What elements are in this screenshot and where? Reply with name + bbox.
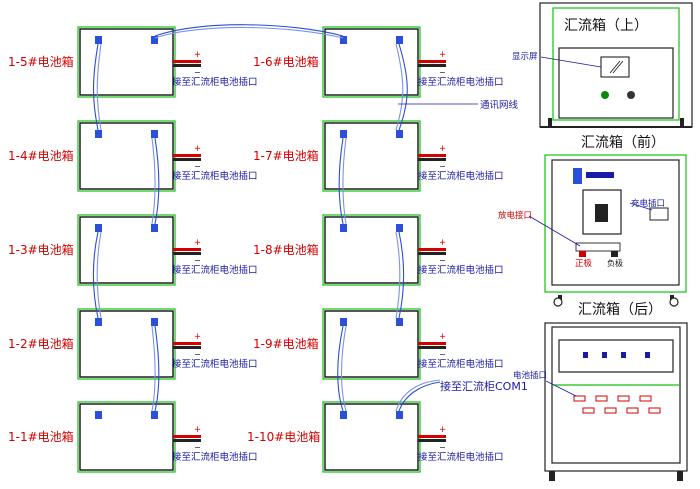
svg-text:−: − <box>194 350 201 359</box>
discharge-port-label: 放电接口 <box>498 210 532 221</box>
svg-text:接至汇流柜电池插口: 接至汇流柜电池插口 <box>418 264 504 276</box>
battery-label: 1-3#电池箱 <box>8 242 74 257</box>
charge-leader <box>629 202 653 211</box>
svg-text:+: + <box>194 238 201 248</box>
svg-text:−: − <box>439 350 446 359</box>
battery-box-1-1 <box>77 401 176 473</box>
svg-text:接至汇流柜电池插口: 接至汇流柜电池插口 <box>172 358 258 370</box>
battery-box-1-5 <box>77 26 176 98</box>
svg-text:接至汇流柜电池插口: 接至汇流柜电池插口 <box>418 170 504 182</box>
battery-label: 1-10#电池箱 <box>247 429 320 444</box>
charge-port-label: 充电插口 <box>631 198 665 209</box>
comm-ports <box>95 36 403 419</box>
svg-text:−: − <box>194 256 201 265</box>
battery-box-1-2 <box>77 308 176 380</box>
comm-cables <box>92 24 441 412</box>
connect-labels-left: 接至汇流柜电池插口 接至汇流柜电池插口 接至汇流柜电池插口 接至汇流柜电池插口 … <box>172 76 258 463</box>
cabinet-back-view <box>544 322 688 481</box>
battery-socket-leader <box>545 380 577 397</box>
svg-text:−: − <box>439 256 446 265</box>
comm-cable-label: 通讯网线 <box>480 99 519 111</box>
display-label: 显示屏 <box>512 52 538 62</box>
polarity-marks-right: + − + − + − + − + − <box>439 50 446 452</box>
svg-text:+: + <box>439 238 446 248</box>
positive-label: 正极 <box>575 258 593 269</box>
svg-text:接至汇流柜电池插口: 接至汇流柜电池插口 <box>172 451 258 463</box>
svg-text:+: + <box>194 425 201 435</box>
battery-box-1-10 <box>322 401 421 473</box>
svg-text:−: − <box>439 162 446 171</box>
svg-text:−: − <box>194 68 201 77</box>
negative-label: 负极 <box>607 258 623 268</box>
com1-label: 接至汇流柜COM1 <box>440 379 528 393</box>
svg-text:接至汇流柜电池插口: 接至汇流柜电池插口 <box>418 76 504 88</box>
cabinet-front-title: 汇流箱（前） <box>581 134 665 151</box>
indicator-light <box>601 91 609 99</box>
svg-text:接至汇流柜电池插口: 接至汇流柜电池插口 <box>172 170 258 182</box>
battery-label: 1-7#电池箱 <box>253 148 319 163</box>
svg-text:+: + <box>194 50 201 60</box>
cabinet-front-view <box>544 154 687 307</box>
connect-labels-right: 接至汇流柜电池插口 接至汇流柜电池插口 接至汇流柜电池插口 接至汇流柜电池插口 … <box>418 76 504 463</box>
battery-label: 1-9#电池箱 <box>253 336 319 351</box>
polarity-marks-left: + − + − + − + − + − <box>194 50 201 452</box>
cabinet-top-title: 汇流箱（上） <box>564 18 648 34</box>
svg-text:−: − <box>194 443 201 452</box>
display-leader <box>540 56 602 68</box>
battery-label: 1-2#电池箱 <box>8 336 74 351</box>
battery-box-1-4 <box>77 120 176 192</box>
battery-box-1-6 <box>322 26 421 98</box>
battery-box-1-7 <box>322 120 421 192</box>
discharge-leader <box>528 215 581 247</box>
svg-text:+: + <box>439 50 446 60</box>
svg-text:+: + <box>439 332 446 342</box>
svg-text:+: + <box>194 332 201 342</box>
battery-label: 1-1#电池箱 <box>8 429 74 444</box>
battery-socket-label: 电池插口 <box>513 370 547 381</box>
battery-box-1-3 <box>77 214 176 286</box>
main-switch <box>582 189 622 235</box>
svg-text:+: + <box>194 144 201 154</box>
battery-label: 1-8#电池箱 <box>253 242 319 257</box>
svg-text:接至汇流柜电池插口: 接至汇流柜电池插口 <box>418 358 504 370</box>
svg-text:接至汇流柜电池插口: 接至汇流柜电池插口 <box>418 451 504 463</box>
cabinet-top-view <box>539 2 693 128</box>
battery-label: 1-5#电池箱 <box>8 54 74 69</box>
battery-labels-right: 1-6#电池箱 1-7#电池箱 1-8#电池箱 1-9#电池箱 1-10#电池箱 <box>247 54 320 444</box>
svg-text:−: − <box>439 68 446 77</box>
battery-label: 1-4#电池箱 <box>8 148 74 163</box>
cabinet-back-title: 汇流箱（后） <box>578 302 662 318</box>
svg-text:+: + <box>439 144 446 154</box>
svg-text:接至汇流柜电池插口: 接至汇流柜电池插口 <box>172 76 258 88</box>
charge-port <box>649 207 669 221</box>
svg-text:接至汇流柜电池插口: 接至汇流柜电池插口 <box>172 264 258 276</box>
switch-knob <box>627 91 635 99</box>
battery-labels-left: 1-5#电池箱 1-4#电池箱 1-3#电池箱 1-2#电池箱 1-1#电池箱 <box>8 54 74 444</box>
battery-box-1-8 <box>322 214 421 286</box>
svg-text:+: + <box>439 425 446 435</box>
battery-label: 1-6#电池箱 <box>253 54 319 69</box>
svg-text:−: − <box>439 443 446 452</box>
power-leads <box>173 60 446 442</box>
svg-text:−: − <box>194 162 201 171</box>
